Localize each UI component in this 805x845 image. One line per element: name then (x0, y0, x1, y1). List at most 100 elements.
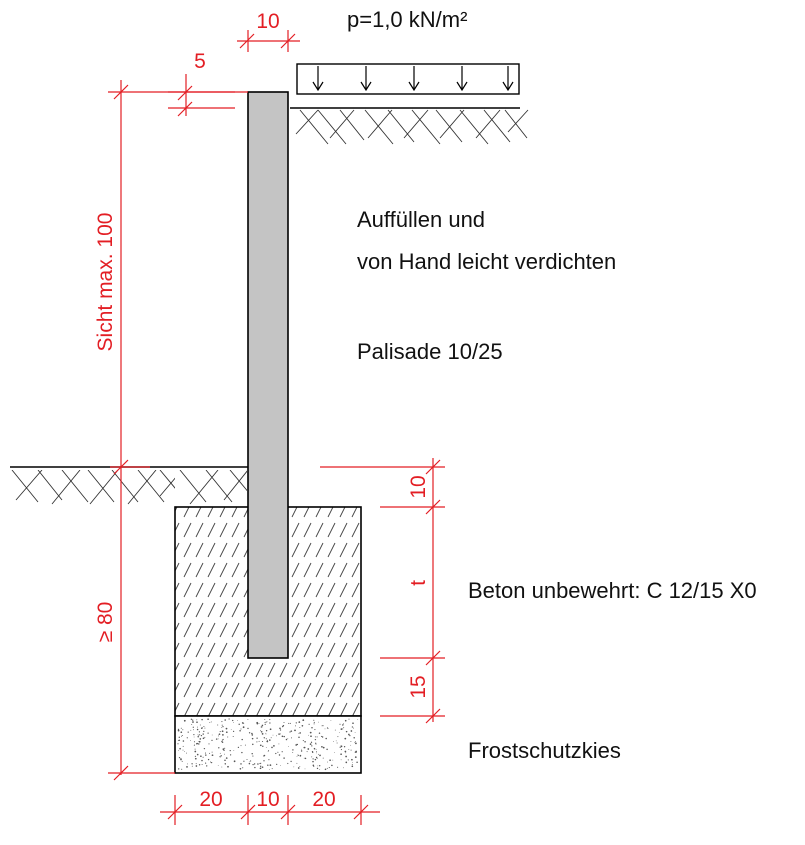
gravel-dot (232, 735, 234, 738)
gravel-dot (345, 752, 347, 754)
gravel-dot (181, 760, 183, 762)
gravel-dot (325, 737, 327, 740)
gravel-dot (260, 730, 262, 732)
gravel-dot (240, 745, 242, 747)
gravel-dot (310, 735, 312, 738)
gravel-dot (312, 758, 314, 760)
gravel-dot (246, 759, 248, 760)
gravel-dot (288, 746, 289, 747)
gravel-dot (318, 732, 321, 734)
gravel-dot (276, 735, 277, 737)
gravel-dot (348, 748, 350, 750)
gravel-dot (266, 739, 268, 741)
gravel-dot (300, 750, 303, 752)
gravel-dot (327, 761, 328, 763)
gravel-dot (261, 726, 263, 728)
gravel-dot (314, 758, 317, 761)
gravel-dot (221, 739, 223, 741)
gravel-dot (218, 733, 220, 735)
gravel-dot (311, 745, 313, 747)
gravel-dot (258, 723, 260, 724)
gravel-dot (261, 740, 264, 743)
dim-text-embed-depth: t (407, 580, 430, 586)
gravel-dot (311, 727, 313, 729)
gravel-dot (221, 730, 224, 733)
label-gravel: Frostschutzkies (468, 738, 621, 763)
gravel-dot (203, 730, 205, 733)
gravel-dot (228, 718, 230, 720)
gravel-dot (224, 763, 227, 765)
gravel-dot (283, 757, 285, 759)
gravel-dot (344, 737, 347, 740)
gravel-dot (313, 719, 315, 721)
gravel-dot (192, 719, 194, 721)
gravel-dot (221, 741, 224, 743)
gravel-dot (267, 750, 269, 752)
gravel-dot (265, 732, 267, 734)
gravel-dot (229, 754, 232, 756)
gravel-dot (316, 750, 318, 752)
gravel-dot (194, 750, 197, 753)
gravel-dot (194, 748, 196, 750)
gravel-dot (242, 726, 245, 729)
gravel-dot (296, 755, 298, 757)
gravel-dot (201, 718, 203, 721)
dim-right-vertical (320, 458, 445, 722)
gravel-dot (318, 721, 319, 723)
gravel-dot (345, 755, 347, 758)
gravel-dot (269, 769, 271, 770)
gravel-dot (296, 743, 299, 746)
dim-text-cover-bottom: 15 (407, 675, 430, 698)
gravel-dot (248, 761, 250, 763)
gravel-dot (183, 719, 186, 722)
gravel-dot (220, 755, 222, 757)
gravel-dot (347, 759, 349, 761)
gravel-dot (219, 752, 221, 754)
gravel-dot (264, 723, 266, 725)
gravel-dot (299, 765, 301, 767)
gravel-dot (350, 741, 352, 743)
gravel-dot (210, 721, 212, 723)
gravel-dot (178, 739, 181, 741)
gravel-dot (237, 720, 238, 721)
gravel-dot (265, 730, 268, 732)
gravel-dot (178, 750, 180, 751)
gravel-dot (192, 721, 194, 723)
gravel-dot (243, 760, 245, 762)
gravel-dot (207, 718, 209, 721)
gravel-dot (181, 734, 183, 737)
gravel-dot (307, 748, 310, 750)
gravel-dot (180, 731, 183, 734)
gravel-dot (190, 718, 193, 720)
gravel-dot (342, 728, 344, 730)
gravel-dot (181, 735, 182, 737)
gravel-dot (211, 754, 214, 757)
gravel-dot (197, 733, 199, 735)
gravel-dot (329, 759, 331, 761)
lower-ground (10, 466, 248, 505)
gravel-dot (248, 732, 251, 734)
gravel-dot (312, 751, 314, 754)
gravel-dot (207, 758, 210, 761)
gravel-dot (349, 735, 351, 737)
gravel-dot (344, 750, 347, 753)
gravel-dot (356, 761, 358, 764)
gravel-dot (270, 737, 272, 739)
gravel-dot (350, 749, 352, 751)
gravel-dot (339, 746, 341, 748)
gravel-dot (233, 750, 235, 751)
gravel-dot (302, 719, 304, 722)
gravel-dot (345, 730, 348, 733)
gravel-dot (269, 719, 271, 721)
gravel-dot (297, 754, 299, 756)
gravel-dot (186, 766, 188, 768)
gravel-dot (280, 733, 281, 735)
gravel-dot (240, 763, 242, 765)
gravel-dot (217, 765, 219, 766)
gravel-dot (193, 736, 195, 738)
upper-soil-hatch (295, 109, 529, 145)
gravel-dot (320, 735, 323, 737)
gravel-dot (198, 764, 201, 766)
gravel-dot (352, 762, 353, 763)
